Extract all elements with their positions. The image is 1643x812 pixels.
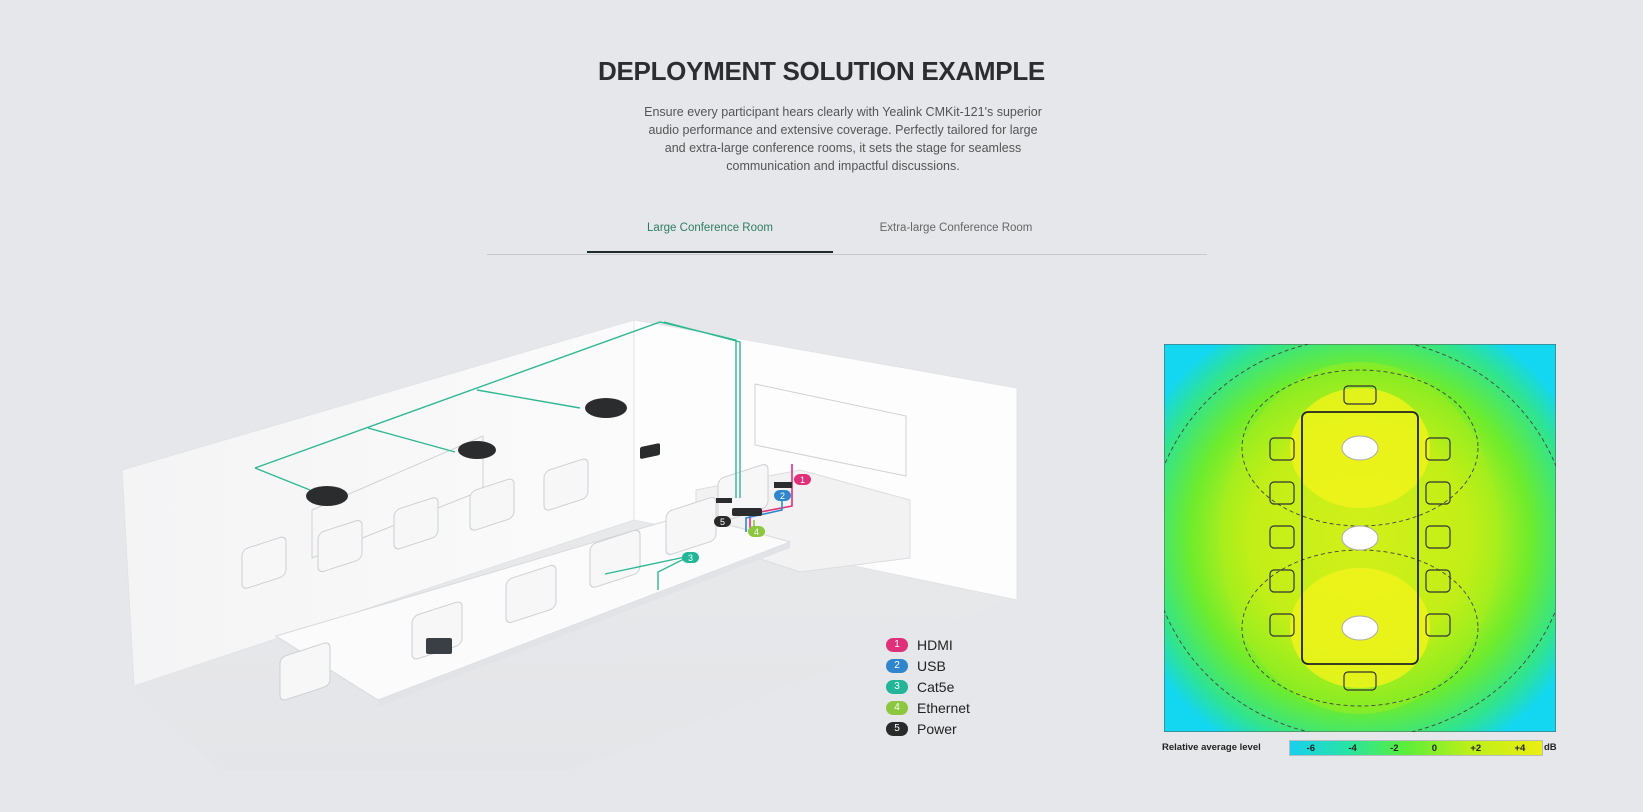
scale-tick: -6 bbox=[1306, 742, 1316, 754]
db-scale-bar: -6 -4 -2 0 +2 +4 bbox=[1289, 740, 1543, 756]
section-description: Ensure every participant hears clearly w… bbox=[644, 105, 1042, 173]
svg-text:1: 1 bbox=[800, 475, 805, 485]
svg-text:3: 3 bbox=[688, 553, 693, 563]
legend-item-cat5e: 3 Cat5e bbox=[886, 676, 970, 697]
legend-badge: 1 bbox=[886, 637, 908, 652]
legend-item-ethernet: 4 Ethernet bbox=[886, 697, 970, 718]
svg-text:2: 2 bbox=[780, 491, 785, 501]
cable-legend: 1 HDMI 2 USB 3 Cat5e 4 Ethernet 5 Power bbox=[886, 634, 970, 739]
legend-item-power: 5 Power bbox=[886, 718, 970, 739]
tab-large-conference-room[interactable]: Large Conference Room bbox=[587, 222, 833, 253]
svg-text:4: 4 bbox=[754, 527, 759, 537]
legend-badge: 2 bbox=[886, 658, 908, 673]
legend-item-usb: 2 USB bbox=[886, 655, 970, 676]
scale-tick: -4 bbox=[1348, 742, 1357, 754]
legend-label: USB bbox=[917, 657, 946, 674]
scale-tick: -2 bbox=[1390, 742, 1399, 754]
scale-tick: +2 bbox=[1470, 742, 1482, 754]
legend-badge: 4 bbox=[886, 700, 908, 715]
room-deployment-illustration: 1 2 3 4 5 bbox=[121, 319, 1018, 770]
svg-text:5: 5 bbox=[720, 517, 725, 527]
section-title: DEPLOYMENT SOLUTION EXAMPLE bbox=[598, 56, 1045, 86]
audio-coverage-heatmap bbox=[1164, 344, 1556, 732]
scale-tick: +4 bbox=[1514, 742, 1526, 754]
tab-extra-large-conference-room[interactable]: Extra-large Conference Room bbox=[879, 222, 1033, 234]
legend-label: Cat5e bbox=[917, 678, 955, 695]
scale-label: Relative average level bbox=[1162, 742, 1261, 753]
scale-tick: 0 bbox=[1431, 742, 1438, 754]
legend-badge: 3 bbox=[886, 679, 908, 694]
legend-item-hdmi: 1 HDMI bbox=[886, 634, 970, 655]
legend-label: HDMI bbox=[917, 636, 953, 653]
legend-badge: 5 bbox=[886, 721, 908, 736]
legend-label: Ethernet bbox=[917, 699, 970, 716]
scale-unit: dB bbox=[1544, 742, 1557, 753]
room-tabs: Large Conference Room Extra-large Confer… bbox=[487, 222, 1207, 255]
legend-label: Power bbox=[917, 720, 957, 737]
